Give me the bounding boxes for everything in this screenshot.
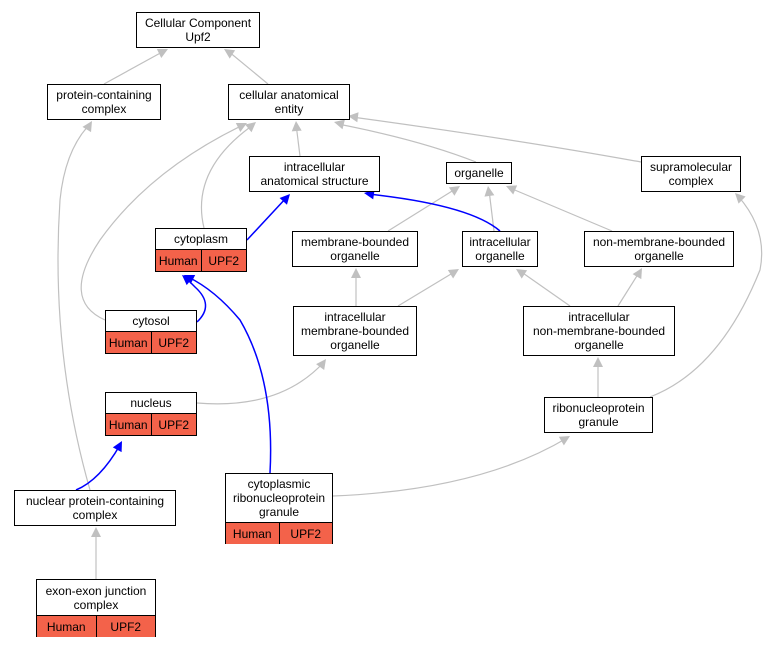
edge-rnp-supra: [649, 195, 763, 398]
node-cellular-anatomical-entity[interactable]: cellular anatomical entity: [228, 84, 350, 120]
annotation-row: Human UPF2: [37, 615, 155, 637]
node-nuclear-protein-containing-complex[interactable]: nuclear protein-containing complex: [14, 490, 176, 526]
edge-rnp-intra-non-membrane-arrowhead: [593, 357, 603, 367]
edge-cyto-rnp-cytoplasm-arrowhead: [184, 275, 196, 284]
node-supramolecular-complex[interactable]: supramolecular complex: [641, 156, 741, 192]
annotation-row: Human UPF2: [226, 522, 332, 544]
node-label: cellular anatomical entity: [239, 88, 339, 116]
edge-intra-non-membrane-intra-organelle-arrowhead: [516, 269, 528, 279]
species-cell: Human: [108, 417, 148, 432]
edge-ejc-nuclear-arrowhead: [91, 527, 101, 537]
annotation-row: Human UPF2: [156, 249, 246, 271]
node-label: supramolecular complex: [649, 160, 733, 188]
species-cell: Human: [108, 335, 148, 350]
node-label: organelle: [454, 166, 504, 180]
edge-nucleus-intra-membrane-arrowhead: [316, 359, 326, 371]
edge-cytosol-cell-anat-arrowhead: [235, 123, 247, 132]
edge-intra-organelle-intra-anat: [367, 193, 501, 232]
edge-intra-non-membrane-intra-organelle: [519, 270, 571, 307]
edge-cytoplasm-intra-anat: [246, 196, 288, 241]
node-cellular-component-upf2[interactable]: Cellular Component Upf2: [136, 12, 260, 48]
node-label: protein-containing complex: [56, 88, 152, 116]
annotation-row: Human UPF2: [106, 331, 196, 353]
edge-membrane-organelle: [387, 187, 458, 232]
species-cell: Human: [46, 619, 86, 634]
node-label: intracellular non-membrane-bounded organ…: [532, 310, 666, 352]
edge-nuclear-protein-complex: [57, 123, 91, 491]
edge-cell-anat-root-arrowhead: [224, 49, 236, 59]
node-intracellular-anatomical-structure[interactable]: intracellular anatomical structure: [249, 156, 380, 192]
node-label: exon-exon junction complex: [45, 583, 147, 612]
node-label: cytoplasmic ribonucleoprotein granule: [232, 477, 326, 519]
edge-cell-anat-root: [227, 50, 269, 85]
edge-intra-organelle-organelle: [488, 189, 495, 232]
edge-cytosol-cytoplasm: [184, 276, 207, 323]
edge-cyto-rnp-cytoplasm: [187, 276, 272, 474]
edge-nuclear-nucleus-arrowhead: [112, 441, 122, 453]
gene-cell: UPF2: [200, 250, 247, 271]
edge-protein-complex-root: [103, 50, 165, 85]
gene-cell: UPF2: [278, 523, 333, 544]
edge-supra-cell-anat: [351, 116, 642, 163]
node-membrane-bounded-organelle[interactable]: membrane-bounded organelle: [292, 231, 418, 267]
edge-cytoplasm-cell-anat: [200, 124, 254, 229]
edge-rnp-supra-arrowhead: [735, 193, 746, 204]
edge-cyto-rnp-rnp-arrowhead: [558, 436, 570, 446]
edge-intra-membrane-intra-organelle-arrowhead: [447, 269, 459, 279]
species-cell: Human: [158, 253, 198, 268]
edge-nuclear-protein-complex-arrowhead: [82, 121, 92, 133]
node-label: nucleus: [130, 396, 172, 410]
node-label: cytoplasm: [173, 232, 229, 246]
node-label: Cellular Component Upf2: [144, 16, 252, 44]
node-intracellular-non-membrane-bounded-organelle[interactable]: intracellular non-membrane-bounded organ…: [523, 306, 675, 356]
node-intracellular-organelle[interactable]: intracellular organelle: [462, 231, 538, 267]
node-label: intracellular membrane-bounded organelle: [300, 310, 410, 352]
annotation-row: Human UPF2: [106, 413, 196, 435]
node-label: intracellular organelle: [469, 235, 531, 263]
node-cytoplasm[interactable]: cytoplasm Human UPF2: [155, 228, 247, 272]
edge-intra-organelle-organelle-arrowhead: [484, 186, 495, 197]
species-cell: Human: [232, 526, 272, 541]
edge-cytoplasm-intra-anat-arrowhead: [279, 194, 290, 205]
edge-cyto-rnp-rnp: [332, 437, 568, 497]
node-cytoplasmic-ribonucleoprotein-granule[interactable]: cytoplasmic ribonucleoprotein granule Hu…: [225, 473, 333, 544]
edge-cytoplasm-cell-anat-arrowhead: [245, 122, 256, 133]
edge-nucleus-intra-membrane: [196, 361, 325, 405]
node-label: intracellular anatomical structure: [260, 160, 369, 188]
node-label: nuclear protein-containing complex: [25, 494, 165, 522]
node-protein-containing-complex[interactable]: protein-containing complex: [47, 84, 161, 120]
gene-cell: UPF2: [150, 414, 197, 435]
edge-protein-complex-root-arrowhead: [156, 49, 168, 58]
node-non-membrane-bounded-organelle[interactable]: non-membrane-bounded organelle: [584, 231, 734, 267]
edge-organelle-cell-anat: [337, 123, 477, 163]
node-nucleus[interactable]: nucleus Human UPF2: [105, 392, 197, 436]
node-ribonucleoprotein-granule[interactable]: ribonucleoprotein granule: [544, 397, 653, 433]
edge-organelle-cell-anat-arrowhead: [334, 119, 345, 130]
edge-cytosol-cell-anat: [80, 124, 244, 321]
edge-nuclear-nucleus: [75, 444, 121, 491]
node-label: cytosol: [132, 314, 170, 328]
node-cytosol[interactable]: cytosol Human UPF2: [105, 310, 197, 354]
node-organelle[interactable]: organelle: [446, 162, 512, 184]
gene-cell: UPF2: [150, 332, 197, 353]
edge-intra-membrane-membrane-arrowhead: [351, 268, 361, 278]
node-exon-exon-junction-complex[interactable]: exon-exon junction complex Human UPF2: [36, 579, 156, 637]
edge-non-membrane-organelle: [509, 187, 613, 232]
node-label: ribonucleoprotein granule: [552, 401, 645, 429]
edge-non-membrane-organelle-arrowhead: [506, 185, 518, 195]
edge-membrane-organelle-arrowhead: [448, 186, 460, 196]
edge-intra-membrane-intra-organelle: [397, 270, 457, 307]
node-label: membrane-bounded organelle: [300, 235, 410, 263]
node-intracellular-membrane-bounded-organelle[interactable]: intracellular membrane-bounded organelle: [293, 306, 417, 356]
edge-intra-non-membrane-non-membrane-arrowhead: [632, 268, 642, 280]
node-label: non-membrane-bounded organelle: [592, 235, 726, 263]
edge-supra-cell-anat-arrowhead: [348, 112, 359, 123]
gene-cell: UPF2: [95, 616, 156, 637]
edge-intra-non-membrane-non-membrane: [617, 270, 641, 307]
edge-intra-anat-cell-anat-arrowhead: [291, 121, 302, 132]
